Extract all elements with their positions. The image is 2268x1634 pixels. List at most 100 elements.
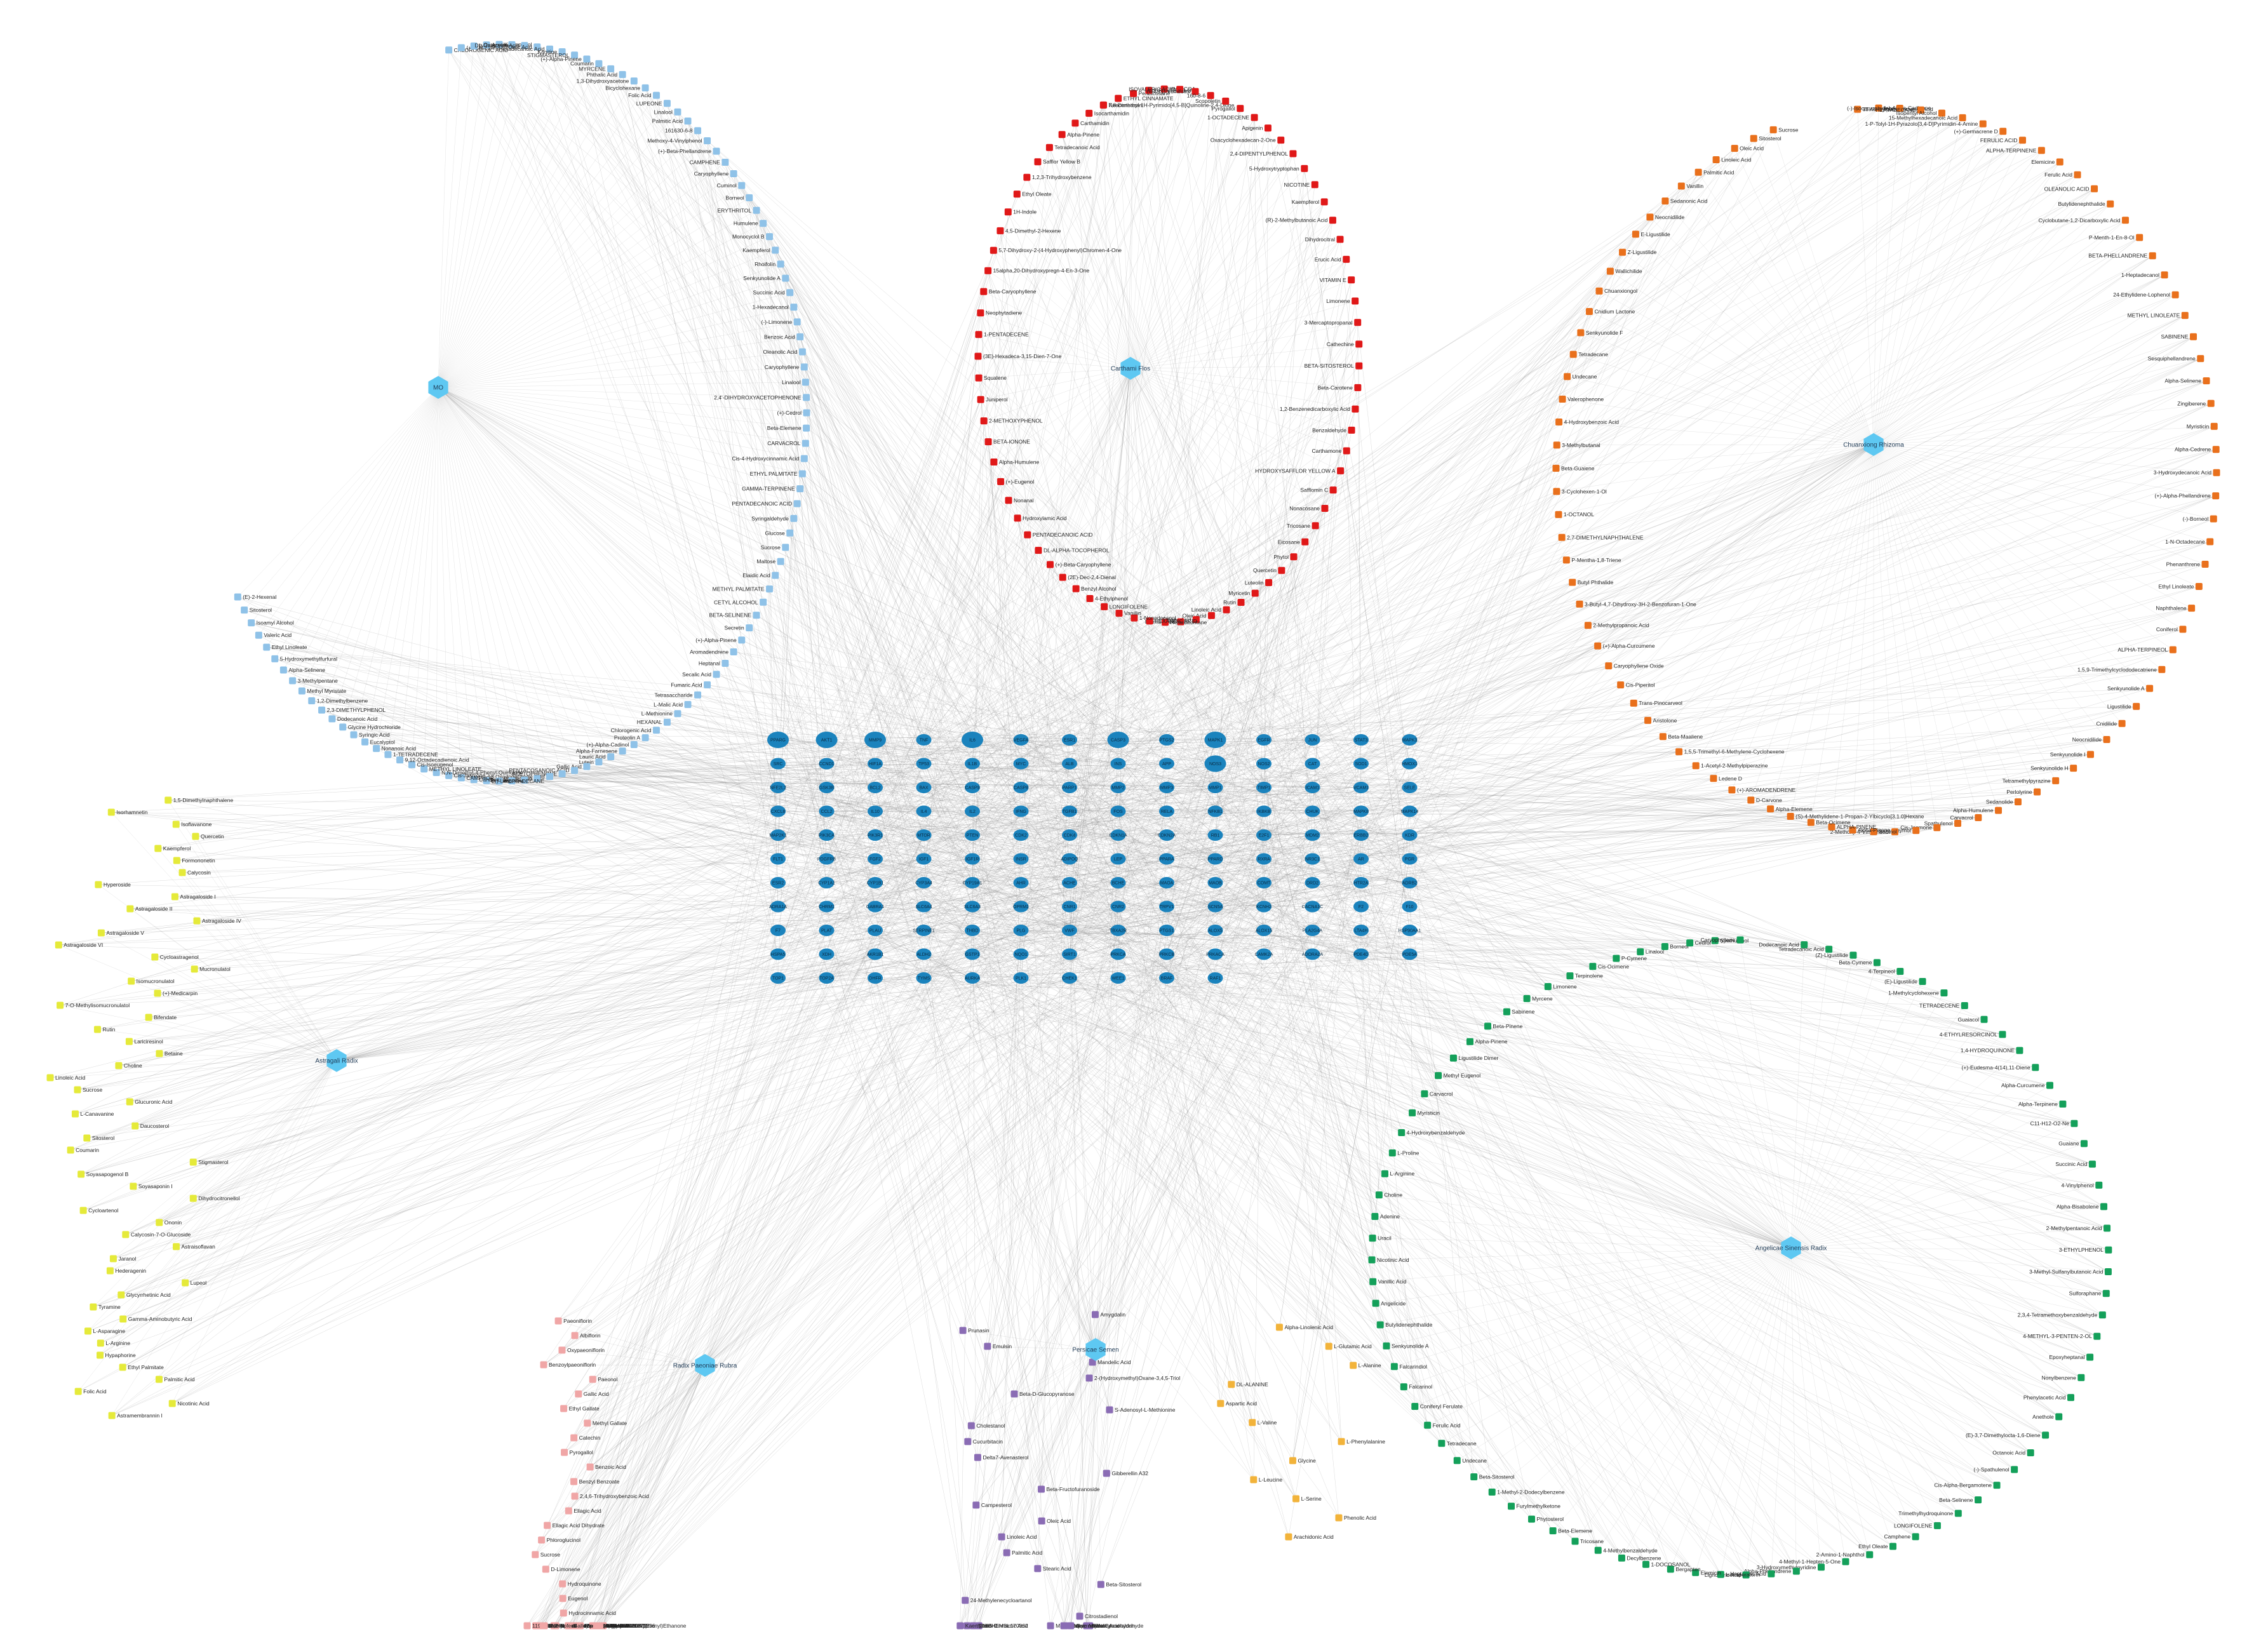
compound-node: Betaine — [156, 1050, 183, 1057]
edge — [733, 173, 827, 740]
compound-label: Beta-Maaliene — [1668, 733, 1703, 740]
edge — [806, 397, 1167, 859]
compound-node: (+)-Beta-Caryophyllene — [1046, 561, 1111, 568]
compound-marker — [663, 100, 671, 107]
target-node: PPARD — [1207, 853, 1223, 865]
compound-marker — [1067, 1622, 1075, 1630]
target-label: SLC6A3 — [964, 905, 981, 909]
compound-marker — [1873, 959, 1881, 967]
compound-marker — [1336, 236, 1344, 243]
edge — [1263, 739, 1811, 823]
edge — [1360, 739, 1791, 817]
edge — [1635, 234, 1874, 445]
compound-label: Borneol — [1670, 944, 1688, 950]
edge — [1130, 368, 1242, 603]
edge — [1166, 252, 1623, 931]
target-label: IFNG — [1016, 810, 1026, 814]
edge — [283, 669, 973, 979]
compound-node: Cnidilide — [2096, 720, 2126, 727]
edge — [1441, 1247, 1792, 1443]
edge — [1069, 954, 1379, 1195]
compound-node: Alpha-Cedrene — [2175, 446, 2220, 453]
compound-label: Furylmethylketone — [1517, 1503, 1561, 1510]
edge — [438, 236, 770, 388]
edge — [129, 954, 924, 1042]
edge — [1873, 444, 2214, 519]
edge — [875, 930, 1415, 1407]
edge — [1069, 787, 1978, 818]
edge — [1130, 368, 1347, 452]
compound-marker — [1999, 1031, 2006, 1038]
target-label: MDM2 — [1306, 834, 1319, 838]
compound-marker — [559, 1580, 567, 1588]
edge — [1360, 763, 1415, 1407]
edge — [438, 387, 770, 589]
compound-node: L-Proline — [1388, 1149, 1419, 1156]
edge — [436, 772, 827, 788]
edge — [1312, 739, 1771, 809]
edge — [1166, 778, 1714, 954]
edge — [1133, 93, 1265, 931]
edge — [1790, 1247, 2109, 1250]
edge — [1215, 930, 1622, 1558]
compound-marker — [361, 738, 369, 746]
edge — [1008, 211, 1131, 369]
compound-node: Falcarindiol — [1390, 1363, 1427, 1370]
edge — [130, 908, 1362, 931]
compound-label: Lariciresinol — [134, 1038, 163, 1045]
edge — [438, 69, 611, 388]
target-node: APP — [1159, 758, 1174, 770]
edge — [499, 763, 1167, 782]
compound-label: Sitosterol — [250, 607, 272, 613]
compound-marker — [182, 1279, 189, 1287]
edge — [1409, 559, 1567, 788]
target-node: CNR1 — [1062, 901, 1077, 913]
edge — [769, 236, 1070, 812]
edge — [1130, 220, 1333, 369]
edge — [875, 763, 1999, 811]
edge — [1130, 368, 1355, 410]
edge — [438, 74, 623, 388]
compound-node: Daucosterol — [131, 1122, 169, 1130]
edge — [826, 172, 1699, 979]
compound-marker — [178, 869, 186, 876]
edge — [1008, 211, 1265, 859]
compound-marker — [1692, 762, 1700, 770]
edge — [1559, 422, 1874, 445]
edge — [1254, 117, 1313, 836]
edge — [805, 443, 1265, 883]
compound-label: (+)-Medicarpin — [163, 990, 198, 996]
edge — [1873, 444, 1999, 811]
compound-node: Succinic Acid — [753, 289, 794, 297]
edge — [1409, 739, 1747, 1576]
compound-node: Tyramine — [90, 1303, 121, 1311]
edge — [1118, 791, 2037, 859]
compound-node: L-Alanine — [1350, 1362, 1381, 1369]
compound-marker — [1576, 600, 1583, 608]
edge — [574, 739, 973, 771]
compound-label: NICOTINE — [1284, 182, 1310, 188]
compound-node: 1,4-HYDROQUINONE — [1961, 1047, 2023, 1054]
edge — [1790, 1247, 2097, 1337]
compound-marker — [721, 660, 729, 667]
compound-marker — [1249, 1419, 1256, 1426]
edge — [1021, 358, 2201, 859]
compound-marker — [97, 1339, 104, 1347]
edge — [1075, 368, 1131, 589]
edge — [511, 44, 973, 954]
target-node: CAT — [1305, 758, 1320, 770]
edge — [438, 387, 550, 777]
edge — [1873, 444, 1895, 832]
target-node: COMT — [1256, 877, 1272, 888]
edge — [1790, 1247, 1822, 1567]
compound-node: Alpha-Pinene — [1466, 1038, 1508, 1045]
edge — [777, 399, 981, 979]
target-node: F2 — [1353, 901, 1369, 913]
edge — [677, 112, 1118, 883]
edge — [1312, 930, 2059, 1417]
compound-node: Isoflavanone — [172, 820, 212, 828]
compound-label: 9,12-Octadecadienoic Acid — [405, 757, 469, 763]
edge — [1038, 368, 1131, 551]
edge — [1166, 449, 2217, 931]
compound-marker — [1686, 939, 1694, 947]
